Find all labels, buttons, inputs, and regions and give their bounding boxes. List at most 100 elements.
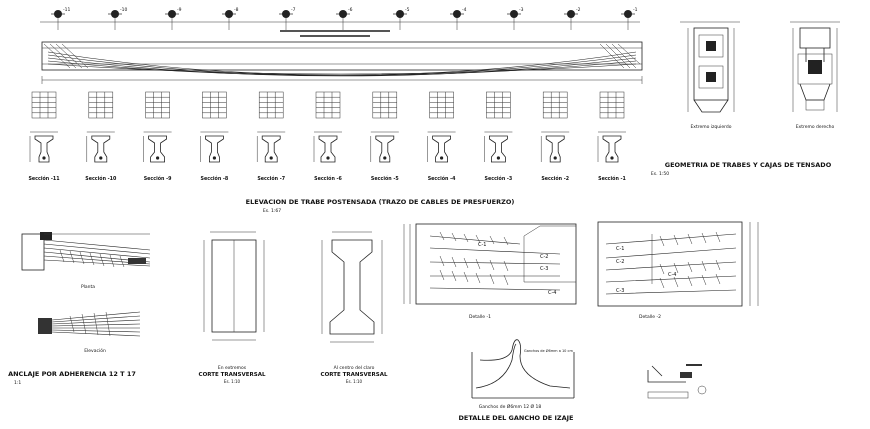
axis-marker: -8 <box>222 7 239 30</box>
geometry-scale: Es. 1:50 <box>651 171 669 177</box>
axis-marker: -1 <box>621 7 638 30</box>
section-shape <box>261 135 281 163</box>
axis-marker-label: -2 <box>576 7 581 13</box>
section-shape <box>91 135 111 163</box>
section-row: Sección -11 Sección -10 Sección -9 Sección … <box>28 91 626 182</box>
section-table <box>542 91 568 119</box>
axis-marker-label: -6 <box>348 7 353 13</box>
section-table <box>315 91 341 119</box>
d1-cable-c1: C-1 <box>478 242 486 248</box>
axis-marker: -4 <box>450 7 467 30</box>
axis-marker-label: -3 <box>519 7 524 13</box>
anchorage-plan-label: Planta <box>81 284 95 290</box>
section-table <box>145 91 170 119</box>
cross-section-end: En extremos CORTE TRANSVERSAL Es. 1:10 <box>199 231 266 384</box>
d1-cable-c3: C-3 <box>540 266 548 272</box>
section-item: Sección -5 <box>370 91 399 182</box>
section-item: Sección -4 <box>427 91 456 182</box>
axis-marker-label: -11 <box>63 7 70 13</box>
d2-cable-c3: C-3 <box>616 288 624 294</box>
section-label: Sección -1 <box>598 175 626 182</box>
section-item: Sección -10 <box>85 91 117 182</box>
section-item: Sección -3 <box>484 91 513 182</box>
section-table <box>486 91 511 119</box>
detail-1: C-1 C-2 C-3 C-4 Detalle -1 <box>403 223 577 320</box>
axis-marker: -2 <box>564 7 581 30</box>
section-table <box>599 91 625 119</box>
cross-section-center: Al centro del claro CORTE TRANSVERSAL Es… <box>321 231 388 384</box>
detail-1-label: Detalle -1 <box>469 314 491 320</box>
elevation-title: ELEVACION DE TRABE POSTENSADA (TRAZO DE … <box>246 198 515 206</box>
section-label: Sección -9 <box>144 175 172 182</box>
axis-marker: -9 <box>165 7 182 30</box>
end-section-caption1: En extremos <box>218 365 247 371</box>
hook-detail: Ganchos de Ø6mm a 10 cm Ganchos de Ø6mm … <box>459 339 575 422</box>
axis-marker: -11 <box>51 7 70 30</box>
section-label: Sección -11 <box>28 175 59 182</box>
section-shape <box>148 135 167 163</box>
geometry-right-caption: Extremo derecho <box>796 124 835 130</box>
section-table <box>258 91 284 119</box>
section-shape <box>545 135 565 163</box>
section-item: Sección -6 <box>313 91 343 182</box>
section-label: Sección -6 <box>314 175 342 182</box>
section-label: Sección -10 <box>85 175 117 182</box>
elevation-scale: Es. 1:67 <box>263 208 281 214</box>
d2-cable-c4: C-4 <box>668 272 676 278</box>
section-table <box>429 91 454 119</box>
section-label: Sección -8 <box>201 175 229 182</box>
axis-marker: -5 <box>393 7 410 30</box>
center-section-caption2: CORTE TRANSVERSAL <box>321 372 388 378</box>
section-item: Sección -1 <box>597 91 626 182</box>
section-shape <box>205 135 224 163</box>
small-bar-detail <box>647 364 707 399</box>
main-elevation: -11 -10 -9 -8 -7 -6 -5 -4 -3 -2 -1 ELEVACION DE TR… <box>40 7 643 214</box>
section-label: Sección -3 <box>485 175 513 182</box>
section-table <box>202 91 227 119</box>
geometry-title: GEOMETRIA DE TRABES Y CAJAS DE TENSADO <box>665 161 832 169</box>
section-table <box>31 91 57 119</box>
axis-marker-label: -4 <box>462 7 467 13</box>
center-section-scale: Es. 1:10 <box>346 379 363 384</box>
anchorage-elev-label: Elevación <box>84 347 106 354</box>
section-label: Sección -2 <box>541 175 569 182</box>
end-section-scale: Es. 1:10 <box>224 379 241 384</box>
axis-marker-label: -5 <box>405 7 410 13</box>
axis-marker-label: -9 <box>177 7 182 13</box>
section-item: Sección -7 <box>256 91 286 182</box>
section-label: Sección -7 <box>257 175 285 182</box>
axis-markers: -11 -10 -9 -8 -7 -6 -5 -4 -3 -2 -1 <box>51 7 638 30</box>
section-table <box>88 91 114 119</box>
axis-marker: -7 <box>279 7 296 30</box>
geometry-block: Extremo izquierdo Extremo derecho GEOMET… <box>651 21 840 177</box>
axis-marker-label: -8 <box>234 7 239 13</box>
hook-sub: Ganchos de Ø6mm 12 Ø 18 <box>479 403 542 410</box>
axis-marker-label: -10 <box>120 7 127 13</box>
section-label: Sección -5 <box>371 175 399 182</box>
hook-note: Ganchos de Ø6mm a 10 cm <box>524 348 573 353</box>
section-shape <box>34 135 54 163</box>
section-shape <box>375 135 395 163</box>
anchorage-title: ANCLAJE POR ADHERENCIA 12 T 17 <box>8 370 136 378</box>
section-shape <box>489 135 508 163</box>
section-table <box>372 91 398 119</box>
section-item: Sección -2 <box>540 91 570 182</box>
axis-marker: -6 <box>336 7 353 30</box>
section-shape <box>432 135 451 163</box>
hook-title: DETALLE DEL GANCHO DE IZAJE <box>459 414 574 422</box>
section-shape <box>318 135 338 163</box>
d2-cable-c2: C-2 <box>616 259 624 265</box>
section-item: Sección -11 <box>28 91 60 182</box>
section-item: Sección -9 <box>143 91 172 182</box>
geometry-left-caption: Extremo izquierdo <box>690 124 731 130</box>
axis-marker-label: -1 <box>633 7 638 13</box>
anchorage-scale: 1:1 <box>14 380 21 386</box>
d1-cable-c4: C-4 <box>548 290 556 296</box>
section-item: Sección -8 <box>200 91 229 182</box>
section-shape <box>602 135 622 163</box>
center-section-caption1: Al centro del claro <box>334 365 375 371</box>
section-label: Sección -4 <box>428 175 456 182</box>
axis-marker: -3 <box>507 7 524 30</box>
detail-2-label: Detalle -2 <box>639 314 661 320</box>
